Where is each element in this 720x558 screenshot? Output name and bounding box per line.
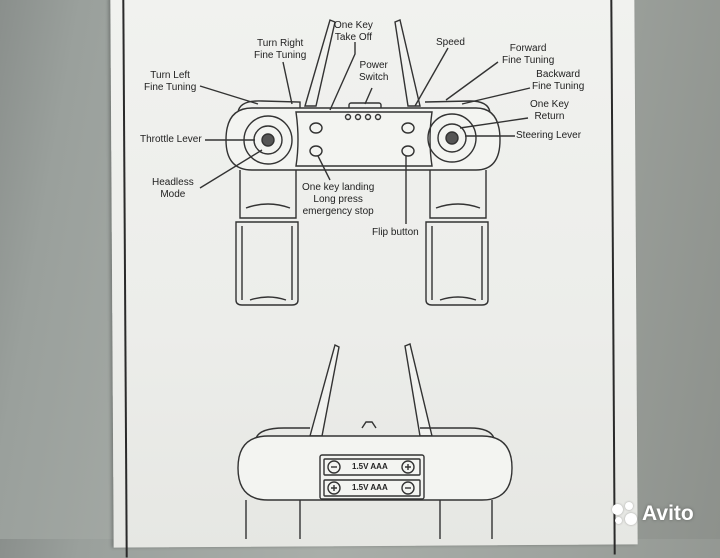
label-backward-line2: Fine Tuning xyxy=(532,81,585,92)
label-headless-line1: Headless xyxy=(152,177,194,188)
right-antenna xyxy=(394,19,421,107)
label-one-key-take-off-line2: Take Off xyxy=(334,32,372,43)
left-shoulder xyxy=(237,100,301,114)
right-grip-top xyxy=(429,170,487,219)
label-return-line1: One Key xyxy=(530,99,569,110)
bottom-left-antenna xyxy=(309,343,340,437)
label-flip-text: Flip button xyxy=(372,227,419,238)
label-power-line2: Switch xyxy=(359,72,389,83)
label-power-switch: Power Switch xyxy=(359,60,388,84)
label-return-line2: Return xyxy=(534,111,565,122)
label-landing-line2: Long press xyxy=(313,194,363,205)
label-one-key-take-off: One Key Take Off xyxy=(334,20,373,44)
label-turn-right-line2: Fine Tuning xyxy=(254,50,307,61)
label-one-key-return: One Key Return xyxy=(530,99,569,123)
headless-button xyxy=(309,122,323,134)
label-forward-line1: Forward xyxy=(509,43,547,54)
battery-compartment xyxy=(319,454,425,500)
bottom-right-antenna xyxy=(404,343,433,437)
label-backward: Backward Fine Tuning xyxy=(532,69,584,93)
label-turn-left-line2: Fine Tuning xyxy=(144,82,197,93)
flip-button-shape xyxy=(401,145,415,157)
label-steering-lever: Steering Lever xyxy=(516,130,581,142)
avito-dots-icon xyxy=(612,502,638,526)
controller-diagram xyxy=(199,19,531,539)
steering-housing xyxy=(427,113,477,163)
label-forward-line2: Fine Tuning xyxy=(502,55,555,66)
label-power-line1: Power xyxy=(359,60,388,71)
label-backward-line1: Backward xyxy=(536,69,581,80)
label-throttle-text: Throttle Lever xyxy=(140,134,202,145)
left-grip-top xyxy=(239,170,297,219)
bottom-controller-body xyxy=(237,435,513,501)
label-speed-text: Speed xyxy=(436,37,465,48)
landing-button xyxy=(309,145,323,157)
center-plate xyxy=(295,111,433,167)
avito-watermark: Avito xyxy=(612,500,694,528)
return-button xyxy=(401,122,415,134)
label-turn-right: Turn Right Fine Tuning xyxy=(254,38,306,62)
label-turn-left-line1: Turn Left xyxy=(150,70,190,81)
label-forward: Forward Fine Tuning xyxy=(502,43,554,67)
steering-lever-knob xyxy=(445,131,459,145)
battery-cell-1-label: 1.5V AAA xyxy=(352,462,388,471)
left-antenna xyxy=(304,19,336,107)
battery-cell-2-label: 1.5V AAA xyxy=(352,483,388,492)
left-grip xyxy=(235,221,299,306)
label-turn-right-line1: Turn Right xyxy=(256,38,304,49)
controller-body xyxy=(225,107,501,171)
label-speed: Speed xyxy=(436,37,465,49)
label-one-key-landing: One key landing Long press emergency sto… xyxy=(302,182,374,218)
label-flip-button: Flip button xyxy=(372,227,419,239)
label-landing-line1: One key landing xyxy=(302,182,375,193)
label-turn-left: Turn Left Fine Tuning xyxy=(144,70,196,94)
throttle-lever-knob xyxy=(261,133,275,147)
label-headless-mode: Headless Mode xyxy=(152,177,194,201)
avito-watermark-text: Avito xyxy=(642,502,694,525)
label-one-key-take-off-line1: One Key xyxy=(334,20,373,31)
right-shoulder xyxy=(424,100,491,113)
label-steering-text: Steering Lever xyxy=(516,130,582,141)
label-headless-line2: Mode xyxy=(160,189,186,200)
label-landing-line3: emergency stop xyxy=(302,206,374,217)
right-grip xyxy=(425,221,489,306)
label-throttle-lever: Throttle Lever xyxy=(140,134,202,146)
